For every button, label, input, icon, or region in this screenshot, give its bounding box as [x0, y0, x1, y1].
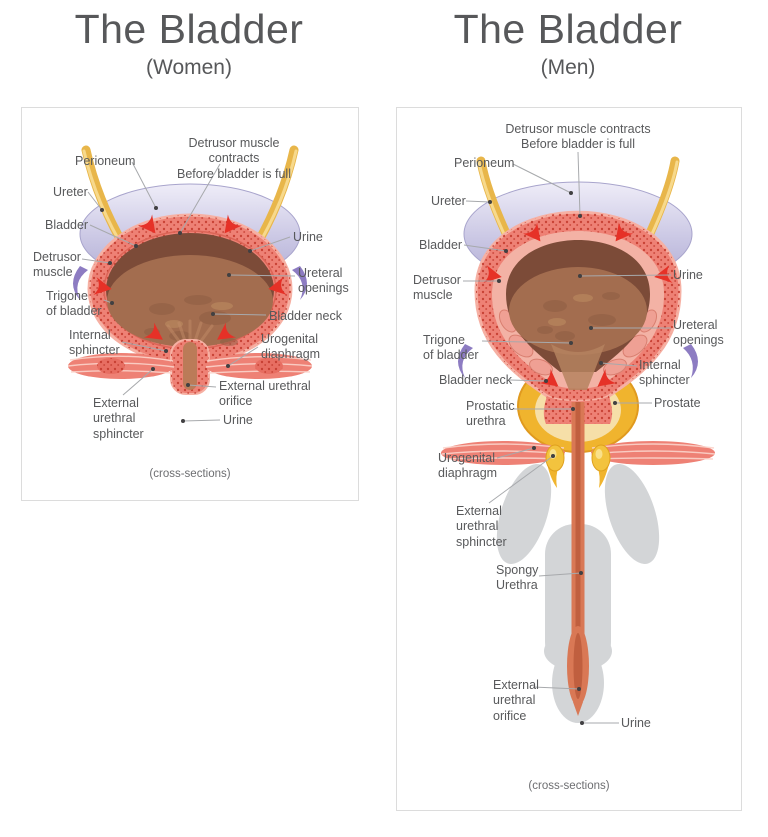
- page-title-men: The Bladder: [453, 6, 683, 52]
- leader-lines-overlay: [81, 161, 296, 423]
- caption-men: (cross-sections): [528, 780, 610, 792]
- diagram-panel-women: Detrusor muscle contracts Before bladder…: [21, 107, 359, 501]
- title-block-women: The Bladder (Women): [21, 6, 357, 80]
- title-block-men: The Bladder (Men): [396, 6, 740, 80]
- bladder-illustration-men: [441, 156, 716, 767]
- bladder-illustration-women: [67, 145, 313, 441]
- caption-women: (cross-sections): [149, 468, 231, 480]
- leader-lines-overlay: [463, 151, 672, 725]
- page-subtitle-women: (Women): [146, 56, 232, 80]
- diagram-panel-men: Detrusor muscle contracts Before bladder…: [396, 107, 742, 811]
- page-title-women: The Bladder: [74, 6, 304, 52]
- page-subtitle-men: (Men): [540, 56, 596, 80]
